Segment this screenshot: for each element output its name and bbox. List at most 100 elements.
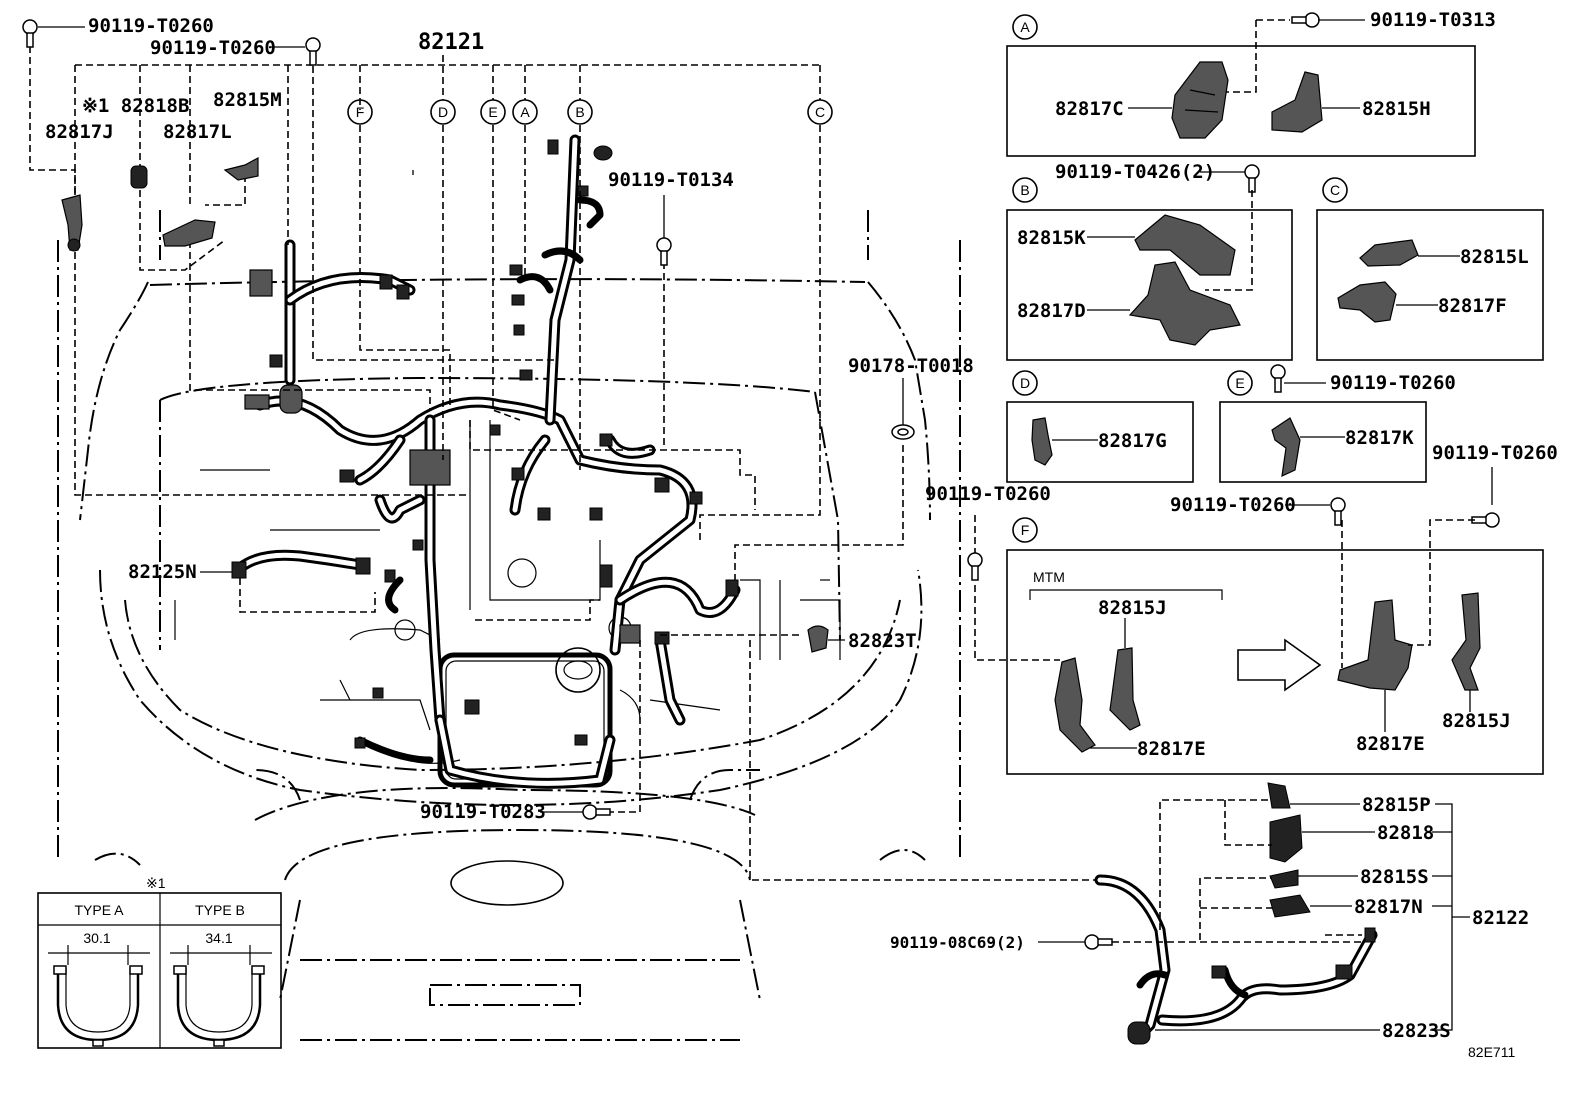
label-82817n: 82817N xyxy=(1354,896,1423,918)
bolt-icon xyxy=(1330,497,1346,526)
label-90119-t0260-f1: 90119-T0260 xyxy=(925,483,1051,505)
part-82817l xyxy=(162,219,216,247)
detail-c-marker: C xyxy=(1330,182,1340,198)
label-82815j: 82815J xyxy=(1442,710,1511,732)
detail-e-marker: E xyxy=(1235,375,1244,391)
bolt-icon xyxy=(1244,164,1260,193)
clip-icon xyxy=(891,424,915,440)
sub-harness-82122 xyxy=(1038,782,1470,1045)
clamp-type-b-icon xyxy=(170,945,272,1047)
bolt-icon xyxy=(305,37,321,66)
label-90119-t0260-e: 90119-T0260 xyxy=(1330,372,1456,394)
bolt-icon xyxy=(1471,512,1500,528)
detail-b-marker: B xyxy=(1020,182,1029,198)
label-82125n: 82125N xyxy=(128,561,197,583)
bolt-icon xyxy=(22,19,38,48)
type-b-dimension: 34.1 xyxy=(205,930,232,946)
label-82817j: 82817J xyxy=(45,121,114,143)
label-90119-t0260-f3: 90119-T0260 xyxy=(1432,442,1558,464)
label-90119-t0260: 90119-T0260 xyxy=(150,37,276,59)
note-table: ※1 TYPE A TYPE B 30.1 34.1 xyxy=(37,875,282,1049)
callout-d: D xyxy=(430,99,456,125)
svg-text:A: A xyxy=(520,104,530,120)
label-90119-t0283: 90119-T0283 xyxy=(420,801,546,823)
diagram-code: 82E711 xyxy=(1468,1044,1515,1060)
label-82817e: 82817E xyxy=(1356,733,1425,755)
label-82815h: 82815H xyxy=(1362,98,1431,120)
label-leaders xyxy=(38,19,1365,813)
emblem xyxy=(450,860,564,906)
label-82818: 82818 xyxy=(1377,822,1434,844)
bolt-icon xyxy=(1084,934,1113,950)
detail-f: 90119-T0260 90119-T0260 90119-T0260 F MT… xyxy=(925,442,1558,775)
label-82121: 82121 xyxy=(418,30,484,55)
callout-b: B xyxy=(567,99,593,125)
bolt-icon xyxy=(656,237,672,266)
type-a-dimension: 30.1 xyxy=(83,930,110,946)
type-a-heading: TYPE A xyxy=(74,902,124,918)
label-82815j-mtm: 82815J xyxy=(1098,597,1167,619)
label-82815s: 82815S xyxy=(1360,866,1429,888)
bolt-icon xyxy=(1291,12,1320,28)
label-90119-t0313: 90119-T0313 xyxy=(1370,9,1496,31)
label-82818b: ※1 82818B xyxy=(82,95,189,117)
label-82815p: 82815P xyxy=(1362,794,1431,816)
label-82817d: 82817D xyxy=(1017,300,1086,322)
label-82823s: 82823S xyxy=(1382,1020,1451,1042)
label-82817g: 82817G xyxy=(1098,430,1167,452)
note-mark: ※1 xyxy=(146,875,166,891)
reference-lines xyxy=(29,35,1100,881)
label-82815l: 82815L xyxy=(1460,246,1529,268)
part-82817j xyxy=(61,194,83,252)
label-82817e-mtm: 82817E xyxy=(1137,738,1206,760)
callout-a: A xyxy=(512,99,538,125)
sub-harness-82125n xyxy=(231,549,376,613)
left-parts xyxy=(61,156,829,653)
part-82818b xyxy=(130,165,148,189)
detail-e: E 90119-T0260 82817K xyxy=(1219,370,1456,483)
svg-text:F: F xyxy=(356,104,365,120)
main-wire-harness xyxy=(244,134,741,789)
label-mtm: MTM xyxy=(1033,569,1065,585)
svg-text:C: C xyxy=(815,104,825,120)
label-90119-t0134: 90119-T0134 xyxy=(608,169,734,191)
bolt-icon xyxy=(967,552,983,581)
part-82815m xyxy=(223,156,259,181)
label-90178-t0018: 90178-T0018 xyxy=(848,355,974,377)
callout-f: F xyxy=(347,99,373,125)
bolt-icon xyxy=(1270,364,1286,393)
label-82823t: 82823T xyxy=(848,630,917,652)
label-82815m: 82815M xyxy=(213,89,282,111)
bolt-icon xyxy=(582,804,611,820)
detail-f-marker: F xyxy=(1021,522,1030,538)
label-90119-t0260-top: 90119-T0260 xyxy=(88,15,214,37)
type-b-heading: TYPE B xyxy=(195,902,245,918)
label-82817l: 82817L xyxy=(163,121,232,143)
label-82817k: 82817K xyxy=(1345,427,1414,449)
label-82815k: 82815K xyxy=(1017,227,1086,249)
label-90119-08c69: 90119-08C69(2) xyxy=(890,933,1025,952)
detail-c: C 82815L 82817F xyxy=(1316,177,1544,361)
callout-markers: F D E A B C xyxy=(347,99,833,125)
detail-d-marker: D xyxy=(1020,375,1030,391)
arrow-right-icon xyxy=(1237,638,1322,692)
label-82817c: 82817C xyxy=(1055,98,1124,120)
svg-text:E: E xyxy=(488,104,497,120)
detail-d: D 82817G xyxy=(1006,370,1194,483)
detail-b: 90119-T0426(2) B 82815K 82817D xyxy=(1006,161,1293,361)
label-90119-t0260-f2: 90119-T0260 xyxy=(1170,494,1296,516)
svg-text:B: B xyxy=(575,104,584,120)
callout-e: E xyxy=(480,99,506,125)
detail-a-marker: A xyxy=(1020,19,1030,35)
fasteners xyxy=(22,12,1500,950)
clamp-type-a-icon xyxy=(48,945,150,1047)
label-82817f: 82817F xyxy=(1438,295,1507,317)
svg-text:D: D xyxy=(438,104,448,120)
callout-c: C xyxy=(807,99,833,125)
label-90119-t0426: 90119-T0426(2) xyxy=(1055,161,1215,183)
part-82823t xyxy=(807,625,829,653)
detail-a: A 82817C 82815H xyxy=(1006,14,1476,157)
label-82122: 82122 xyxy=(1472,907,1529,929)
